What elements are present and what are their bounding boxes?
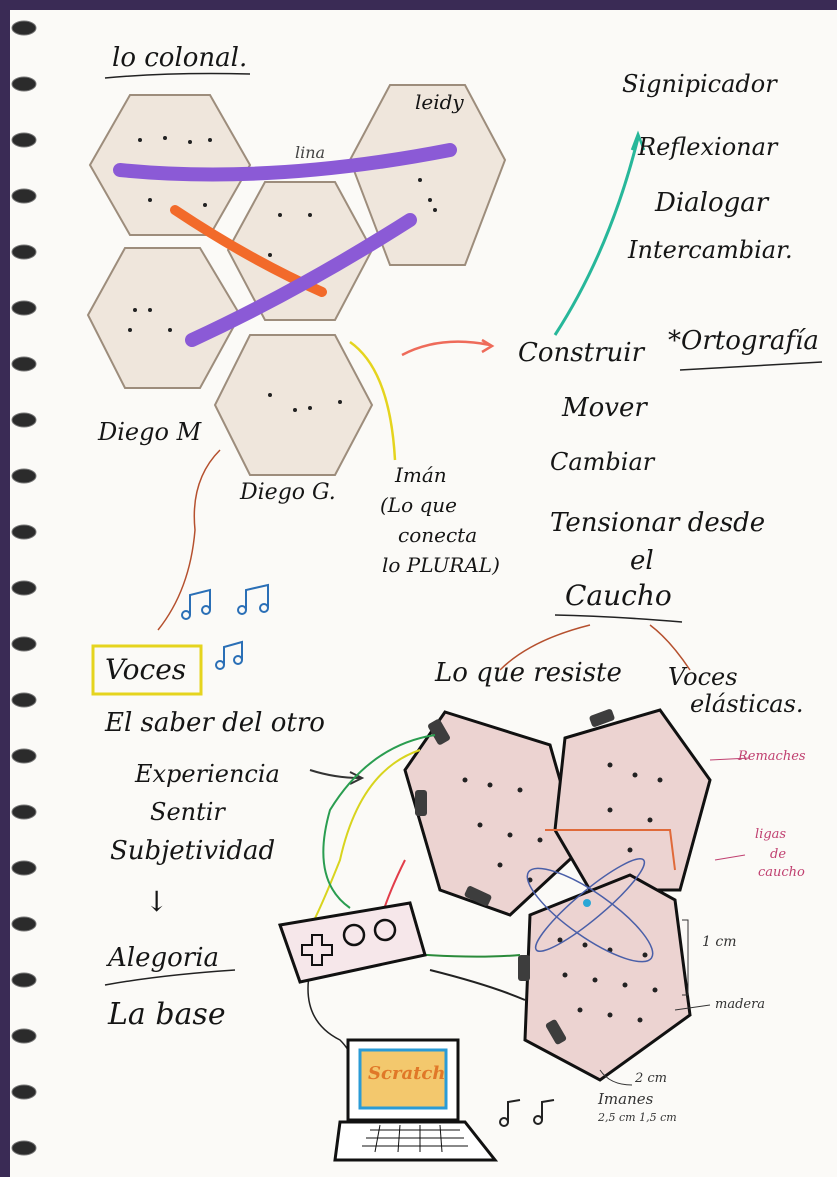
drawn-controller bbox=[280, 903, 425, 982]
laptop-screen-text: Scratch bbox=[368, 1065, 445, 1083]
down-arrow: ↓ bbox=[145, 888, 168, 916]
label-dims: 2,5 cm 1,5 cm bbox=[598, 1112, 677, 1123]
name-diego-m: Diego M bbox=[98, 420, 201, 444]
name-diego-g: Diego G. bbox=[240, 482, 336, 504]
verb-dialogar: Dialogar bbox=[655, 190, 768, 216]
verb-tensionar: Tensionar desde bbox=[550, 510, 765, 536]
drawn-hex-right bbox=[555, 710, 710, 890]
iman-desc-1: (Lo que bbox=[380, 495, 457, 515]
alegoria-text: Alegoria bbox=[108, 945, 219, 971]
notebook-page: lo colonal. leidy lina Diego M Diego G. … bbox=[10, 10, 837, 1177]
verb-intercambiar: Intercambiar. bbox=[628, 238, 793, 262]
label-imanes: Imanes bbox=[598, 1092, 653, 1107]
name-lina: lina bbox=[295, 145, 325, 161]
verb-signipicador: Signipicador bbox=[622, 72, 777, 96]
verb-construir: Construir bbox=[518, 340, 644, 366]
la-base-text: La base bbox=[108, 1000, 226, 1030]
hex-tile-top bbox=[90, 95, 250, 235]
label-remaches: Remaches bbox=[738, 750, 806, 763]
iman-desc-2: conecta bbox=[398, 525, 477, 545]
voces-elasticas-2: elásticas. bbox=[690, 692, 804, 716]
voces-elasticas-1: Voces bbox=[668, 665, 738, 689]
caucho-text: Caucho bbox=[565, 582, 672, 610]
label-1cm: 1 cm bbox=[702, 935, 736, 949]
title-text: lo colonal. bbox=[112, 45, 247, 71]
iman-text: Imán bbox=[395, 465, 447, 485]
lo-que-resiste-text: Lo que resiste bbox=[435, 660, 622, 686]
hex-tile-diego-m bbox=[88, 248, 240, 388]
label-madera: madera bbox=[715, 998, 765, 1011]
name-leidy: leidy bbox=[415, 92, 464, 112]
ortografia-text: *Ortografía bbox=[668, 328, 819, 354]
voces-item-1: El saber del otro bbox=[105, 710, 325, 736]
label-de: de bbox=[770, 848, 786, 861]
el-text: el bbox=[630, 548, 654, 574]
drawn-laptop bbox=[335, 1040, 495, 1160]
label-caucho: caucho bbox=[758, 866, 805, 879]
iman-desc-3: lo PLURAL) bbox=[382, 555, 500, 575]
label-2cm: 2 cm bbox=[635, 1072, 667, 1085]
voces-item-3: Sentir bbox=[150, 800, 225, 824]
drawn-hex-left bbox=[405, 712, 580, 915]
label-ligas: ligas bbox=[755, 828, 786, 841]
hex-tile-diego-g bbox=[215, 335, 372, 475]
verb-mover: Mover bbox=[562, 395, 647, 421]
verb-cambiar: Cambiar bbox=[550, 450, 654, 474]
verb-reflexionar: Reflexionar bbox=[638, 135, 777, 159]
voces-item-4: Subjetividad bbox=[110, 838, 275, 864]
drawn-hex-bottom bbox=[525, 875, 690, 1080]
voces-text: Voces bbox=[105, 656, 186, 684]
voces-item-2: Experiencia bbox=[135, 762, 280, 786]
